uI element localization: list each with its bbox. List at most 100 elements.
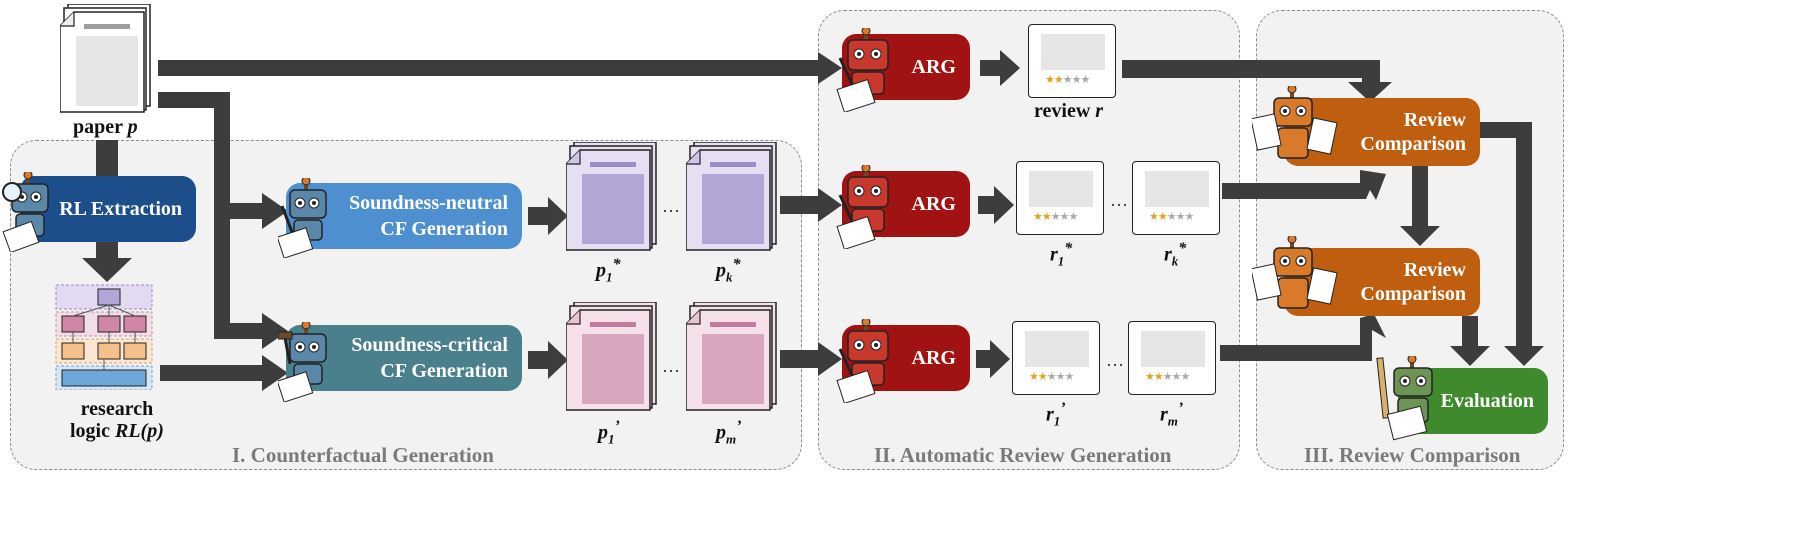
neutral-papers-ellipsis: … (662, 196, 680, 216)
evaluator-robot-icon (1372, 354, 1452, 442)
review-original-label-text: review (1034, 100, 1096, 122)
review-neutral-last-sup: * (1178, 240, 1187, 257)
arg-label-original: ARG (911, 56, 956, 78)
neutral-paper-last-sub: k (726, 269, 733, 285)
star-filled-icon: ★ (1029, 370, 1039, 383)
paper-p-label: paper p (73, 116, 138, 139)
star-rating: ★★★★★ (1033, 210, 1078, 223)
reviewer-robot-icon-original (836, 26, 904, 113)
star-filled-icon: ★ (1149, 210, 1159, 223)
star-empty-icon: ★ (1162, 370, 1173, 383)
review-comparison-bot-line2: Comparison (1360, 283, 1466, 305)
review-critical-first-sup: ’ (1060, 400, 1066, 417)
review-comparison-bot-line1: Review (1403, 259, 1466, 281)
star-filled-icon: ★ (1045, 73, 1055, 86)
review-card-critical-last: ★★★★★ (1128, 321, 1216, 395)
review-card-neutral-last-body (1145, 171, 1209, 207)
star-empty-icon: ★ (1180, 370, 1191, 383)
critical-cf-paper-last (685, 301, 778, 412)
star-empty-icon: ★ (1175, 210, 1186, 223)
arrow-paper-to-arg-top (158, 52, 842, 84)
arrow-group (82, 50, 1544, 391)
critical-paper-last-var: p (716, 421, 726, 444)
neutral-line1: Soundness-neutral (349, 192, 508, 214)
arrow-neutral-to-papers (528, 197, 568, 235)
arg-label-critical: ARG (911, 347, 956, 369)
star-empty-icon: ★ (1071, 73, 1082, 86)
arrow-arg-bot-to-review (976, 340, 1010, 378)
research-logic-line2-text: logic (70, 420, 115, 442)
star-filled-icon: ★ (1041, 210, 1052, 223)
star-filled-icon: ★ (1153, 370, 1164, 383)
review-neutral-first-label: r1* (1050, 240, 1072, 270)
research-logic-line1: research (80, 398, 154, 420)
neutral-paper-first-var: p (596, 259, 606, 282)
review-comparison-top-line2: Comparison (1360, 133, 1466, 155)
arrow-tree-to-critical (160, 355, 288, 391)
star-empty-icon: ★ (1062, 73, 1073, 86)
star-filled-icon: ★ (1037, 370, 1048, 383)
critical-reviews-ellipsis: … (1106, 350, 1124, 370)
critical-paper-first-label: p1’ (598, 418, 620, 448)
neutral-reviews-ellipsis: … (1110, 190, 1128, 210)
critical-paper-last-label: pm’ (716, 418, 741, 448)
paper-p-label-text: paper (73, 116, 128, 138)
arrow-critical-to-papers (528, 341, 568, 379)
arrow-arg-mid-to-review (978, 186, 1014, 224)
star-filled-icon: ★ (1157, 210, 1168, 223)
arrow-comparison-top-to-eval (1480, 122, 1544, 366)
review-original-var: r (1095, 100, 1104, 122)
critical-line1: Soundness-critical (351, 334, 508, 356)
paper-p-var: p (127, 116, 138, 138)
neutral-paper-last-label: pk* (716, 256, 741, 286)
review-neutral-first-sup: * (1064, 240, 1073, 257)
star-empty-icon: ★ (1184, 210, 1195, 223)
critical-papers-ellipsis: … (662, 356, 680, 376)
paper-p-icon (59, 3, 151, 113)
neutral-paper-first-label: p1* (596, 256, 621, 286)
star-empty-icon: ★ (1059, 210, 1070, 223)
arg-label-neutral: ARG (911, 193, 956, 215)
arrow-paper-to-critical (214, 108, 288, 349)
review-critical-last-var: r (1160, 403, 1168, 426)
research-logic-tree (54, 284, 154, 391)
star-filled-icon: ★ (1053, 73, 1064, 86)
star-empty-icon: ★ (1046, 370, 1057, 383)
review-card-critical-first-body (1025, 331, 1089, 367)
star-filled-icon: ★ (1033, 210, 1043, 223)
review-neutral-last-label: rk* (1164, 240, 1186, 270)
arrow-review-to-comparison-top (1122, 60, 1392, 102)
rl-extraction-label: RL Extraction (59, 198, 182, 220)
critical-paper-last-sup: ’ (736, 418, 742, 435)
research-logic-label: research logic RL(p) (70, 398, 164, 442)
critical-paper-first-var: p (598, 421, 608, 444)
panel-title-review-generation: II. Automatic Review Generation (874, 443, 1172, 467)
comparison-robot-icon-bottom (1250, 234, 1342, 322)
star-filled-icon: ★ (1145, 370, 1155, 383)
star-empty-icon: ★ (1055, 370, 1066, 383)
review-card-neutral-last: ★★★★★ (1132, 161, 1220, 235)
review-card-neutral-first-body (1029, 171, 1093, 207)
comparison-robot-icon-top (1250, 84, 1342, 172)
arrow-rl-to-tree (82, 242, 132, 282)
neutral-paper-last-sup: * (732, 256, 741, 273)
review-card-original: ★★★★★ (1028, 24, 1116, 98)
critical-line2: CF Generation (380, 360, 508, 382)
star-rating: ★★★★★ (1045, 73, 1090, 86)
review-critical-first-var: r (1046, 403, 1054, 426)
review-neutral-last-var: r (1164, 243, 1172, 266)
arrow-arg-top-to-review (980, 50, 1020, 86)
review-critical-first-label: r1’ (1046, 400, 1066, 430)
magnifier-robot-icon (2, 170, 66, 254)
review-neutral-first-sub: 1 (1057, 253, 1065, 269)
review-neutral-first-var: r (1050, 243, 1058, 266)
critical-paper-first-sup: ’ (614, 418, 620, 435)
star-rating: ★★★★★ (1029, 370, 1074, 383)
reviewer-robot-icon-critical (836, 317, 904, 404)
neutral-cf-paper-first (565, 141, 658, 252)
rl-extraction-module: RL Extraction (20, 176, 196, 242)
hammer-robot-icon-critical (276, 320, 344, 403)
arrow-critical-papers-to-arg (780, 342, 842, 376)
review-card-original-body (1041, 34, 1105, 70)
